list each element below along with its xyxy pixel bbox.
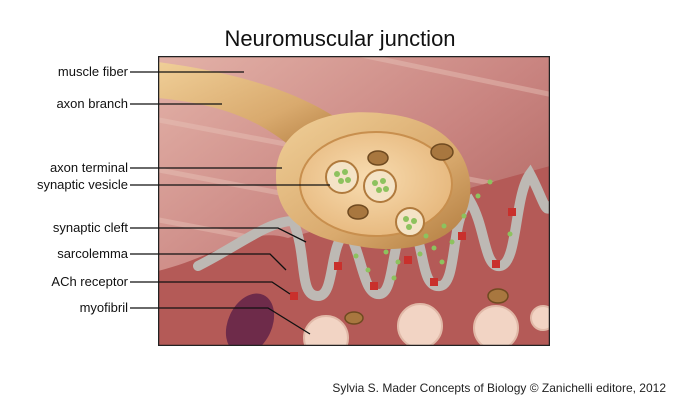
figure-frame: [158, 56, 550, 346]
label-muscle-fiber: muscle fiber: [57, 64, 128, 79]
myofibrils: [303, 303, 550, 346]
acetylcholine: [353, 179, 513, 281]
label-synaptic-vesicle: synaptic vesicle: [36, 177, 128, 192]
label-axon-branch: axon branch: [56, 96, 128, 111]
label-sarcolemma: sarcolemma: [57, 246, 128, 261]
label-myofibril: myofibril: [79, 300, 128, 315]
mitochondria: [344, 143, 509, 325]
ach-receptors: [290, 208, 516, 300]
label-axon-terminal: axon terminal: [49, 160, 128, 175]
label-ach-receptor: ACh receptor: [51, 274, 128, 289]
label-synaptic-cleft: synaptic cleft: [52, 220, 128, 235]
diagram-title: Neuromuscular junction: [224, 26, 456, 51]
synaptic-vesicles: [325, 160, 425, 237]
image-credit: Sylvia S. Mader Concepts of Biology © Za…: [332, 381, 666, 395]
neuromuscular-junction-illustration: [158, 56, 550, 346]
